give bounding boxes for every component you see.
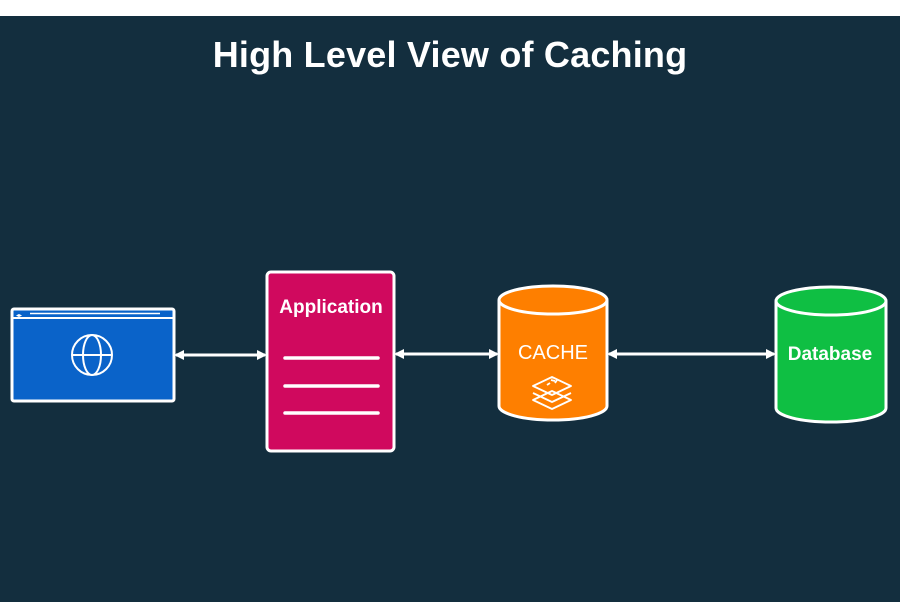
application-node: Application (265, 270, 396, 453)
database-label: Database (788, 344, 873, 365)
cache-label: CACHE (518, 342, 588, 364)
database-node: Database (774, 285, 888, 424)
browser-window-node: ◂▸ (10, 307, 176, 403)
application-label: Application (279, 297, 382, 318)
redis-stack-icon (532, 376, 572, 410)
svg-text:◂▸: ◂▸ (16, 313, 22, 319)
cache-node: CACHE (497, 284, 609, 422)
globe-icon (71, 334, 113, 376)
diagram-title: High Level View of Caching (212, 34, 688, 75)
